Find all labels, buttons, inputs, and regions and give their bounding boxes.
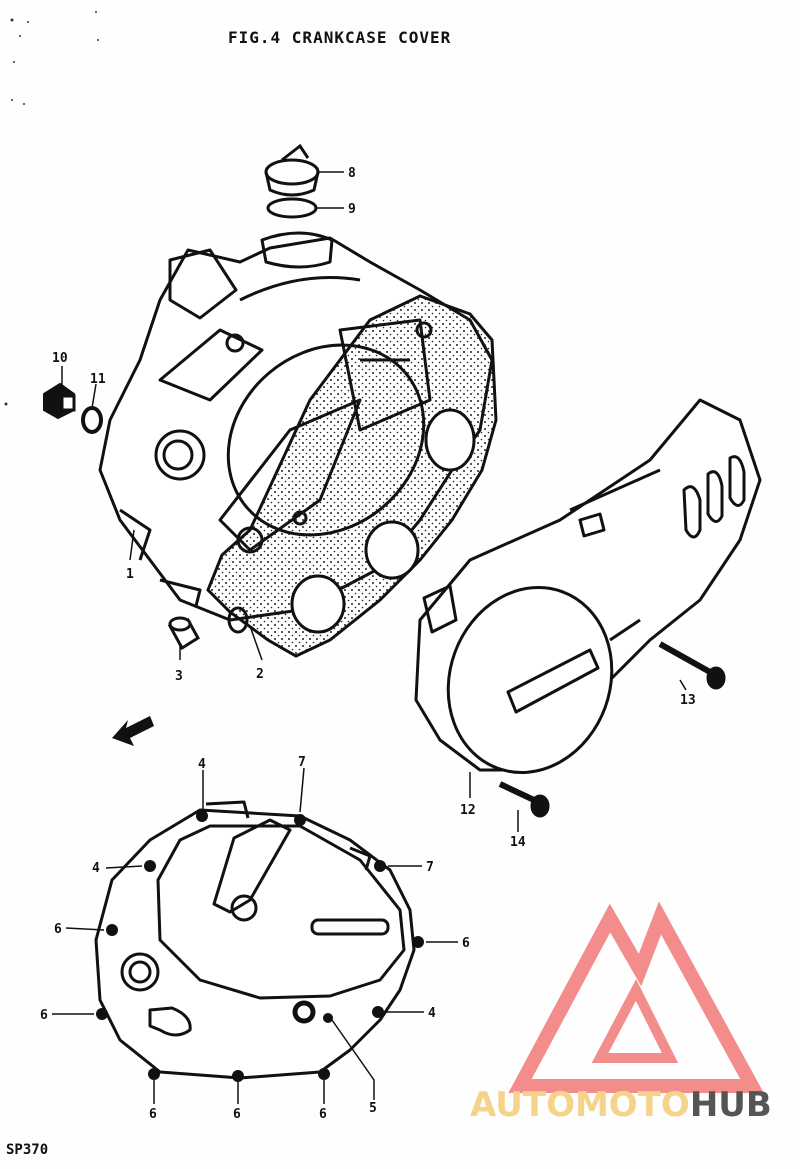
callout-4-left: 4 [92, 861, 100, 876]
diagram-code: SP370 [6, 1142, 49, 1158]
callout-11: 11 [90, 372, 106, 387]
callout-labels: 8 9 10 11 1 3 2 13 12 14 4 7 4 7 6 6 6 4… [40, 166, 696, 1122]
callout-13: 13 [680, 693, 696, 708]
drain-plug-washer [81, 406, 103, 434]
dowel-pin [167, 616, 201, 651]
callout-6-bottom-3: 6 [319, 1107, 327, 1122]
callout-4-top: 4 [198, 757, 206, 772]
scan-specks [4, 11, 99, 406]
callout-5: 5 [369, 1101, 377, 1116]
generator-cover [414, 398, 762, 774]
callout-7-right: 7 [426, 860, 434, 875]
callout-8: 8 [348, 166, 356, 181]
direction-arrow [112, 716, 154, 746]
dowel-o-ring [227, 606, 249, 634]
callout-9: 9 [348, 202, 356, 217]
leader-lines [52, 171, 687, 1104]
watermark-text-auto: AUTOMOTO [470, 1085, 690, 1125]
callout-14: 14 [510, 835, 526, 850]
callout-1: 1 [126, 567, 134, 582]
figure-title: FIG.4 CRANKCASE COVER [228, 28, 452, 47]
callout-3: 3 [175, 669, 183, 684]
watermark-triangle [508, 901, 764, 1093]
callout-4-right: 4 [428, 1006, 436, 1021]
watermark-text-hub: HUB [690, 1085, 772, 1125]
callout-6-left-1: 6 [54, 922, 62, 937]
watermark-inner-triangle [591, 979, 679, 1063]
oil-filler-cap [264, 143, 320, 197]
callout-6-left-2: 6 [40, 1008, 48, 1023]
cover-bolt-13 [658, 641, 726, 690]
watermark-logo [508, 901, 764, 1093]
drain-plug [43, 382, 76, 420]
callout-10: 10 [52, 351, 68, 366]
crankcase-cover-gasket [206, 294, 498, 658]
watermark-text: AUTOMOTOHUB [470, 1085, 772, 1125]
callout-2: 2 [256, 667, 264, 682]
callout-7-top: 7 [298, 755, 306, 770]
clutch-cover [94, 800, 424, 1082]
callout-6-bottom-1: 6 [149, 1107, 157, 1122]
callout-6-right: 6 [462, 936, 470, 951]
callout-12: 12 [460, 803, 476, 818]
cover-bolt-14 [498, 781, 550, 818]
callout-6-bottom-2: 6 [233, 1107, 241, 1122]
oil-filler-o-ring [266, 197, 318, 219]
